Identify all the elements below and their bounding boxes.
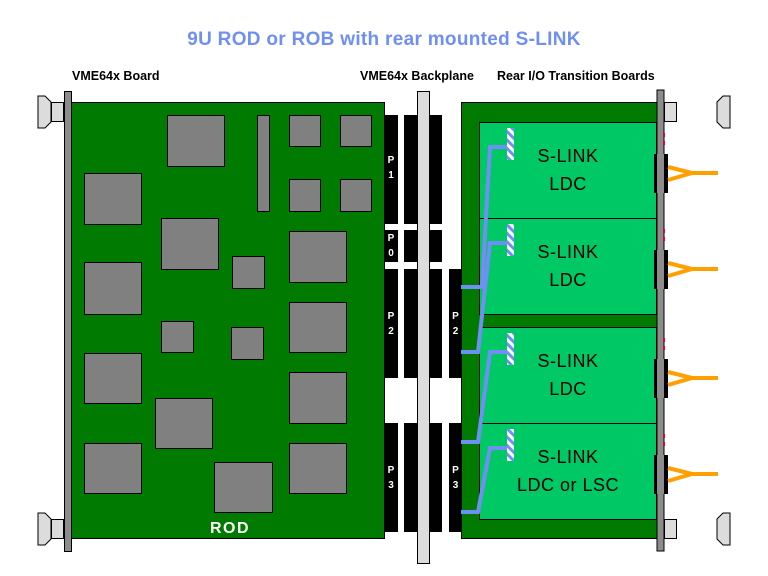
slink-card-3-title: S-LINK [537,351,599,371]
cable-card-4 [461,446,509,514]
slink-card-1-title: S-LINK [537,146,599,166]
connector-p2: P 2 [384,269,398,378]
led-2a [663,229,665,233]
chip [289,231,347,283]
led-1b [663,141,665,145]
rear-connector-p3: P 3 [449,423,462,532]
slink-card-4-title: S-LINK [537,447,599,467]
led-2b [663,237,665,241]
chip-strip [257,115,270,212]
connector-p2-number: 2 [388,326,394,337]
slink-card-4-type: LDC or LSC [516,475,620,495]
cable-card-2 [461,241,509,354]
backplane-connector-p2-front [404,269,417,378]
led-4b [663,442,665,446]
chip [214,462,273,513]
connector-p1-letter: P [387,155,395,166]
rear-connector-p3-letter: P [452,465,459,476]
handle-base-top [51,102,64,122]
rear-io-label: Rear I/O Transition Boards [497,69,655,83]
backplane-label: VME64x Backplane [360,69,474,83]
chip [289,302,347,353]
slink-card-3-type: LDC [549,379,587,399]
fiber-3 [667,370,718,387]
slink-connector-3 [507,333,514,365]
cable-card-1 [461,145,509,289]
chip [84,353,142,404]
connector-p3-number: 3 [388,480,394,491]
fiber-2 [667,261,718,278]
led-1a [663,133,665,137]
chip [84,443,142,494]
chip [340,179,372,212]
front-panel-left [64,91,72,552]
fiber-4 [667,466,718,483]
slink-connector-4 [507,429,514,461]
chip [289,443,347,494]
backplane-connector-p3-rear [429,423,442,532]
slink-card-2-type: LDC [549,270,587,290]
slink-connector-1 [507,128,514,160]
chip [161,321,194,353]
vme-board-label: VME64x Board [72,69,160,83]
chip [289,179,321,212]
chip [289,115,321,147]
backplane-connector-p2-rear [429,269,442,378]
front-panel-right [656,89,665,552]
chip [231,327,264,360]
chip [289,372,347,424]
vme-backplane [417,91,430,564]
connector-p0-letter: P [387,233,395,244]
backplane-connector-p3-front [404,423,417,532]
backplane-connector-p1-front [404,115,417,224]
connector-p0: P 0 [384,230,398,262]
chip [84,262,142,315]
connector-p1-number: 1 [388,170,394,181]
backplane-connector-p1-rear [429,115,442,224]
chip [232,256,265,289]
slink-card-1-type: LDC [549,174,587,194]
connector-p2-letter: P [387,311,395,322]
chip [161,218,219,270]
connector-p0-number: 0 [388,248,394,259]
chip [340,115,372,147]
connector-p3-letter: P [387,465,395,476]
backplane-connector-p0-rear [429,230,442,262]
slink-card-2-title: S-LINK [537,242,599,262]
led-3b [663,346,665,350]
slink-connector-2 [507,224,514,256]
rod-label: ROD [210,520,251,537]
rear-connector-p2-number: 2 [452,326,459,337]
diagram-title: 9U ROD or ROB with rear mounted S-LINK [187,29,581,50]
led-4a [663,434,665,438]
rear-connector-p2: P 2 [449,269,462,378]
handle-base-bottom [51,519,64,539]
led-3a [663,338,665,342]
backplane-connector-p0-front [404,230,417,262]
rear-connector-p3-number: 3 [452,480,459,491]
cable-card-3 [461,350,509,444]
rear-connector-p2-letter: P [452,311,459,322]
connector-p3: P 3 [384,423,398,532]
chip [167,115,225,167]
chip [84,173,142,225]
chip [155,398,213,449]
connector-p1: P 1 [384,115,398,224]
fiber-1 [667,165,718,182]
